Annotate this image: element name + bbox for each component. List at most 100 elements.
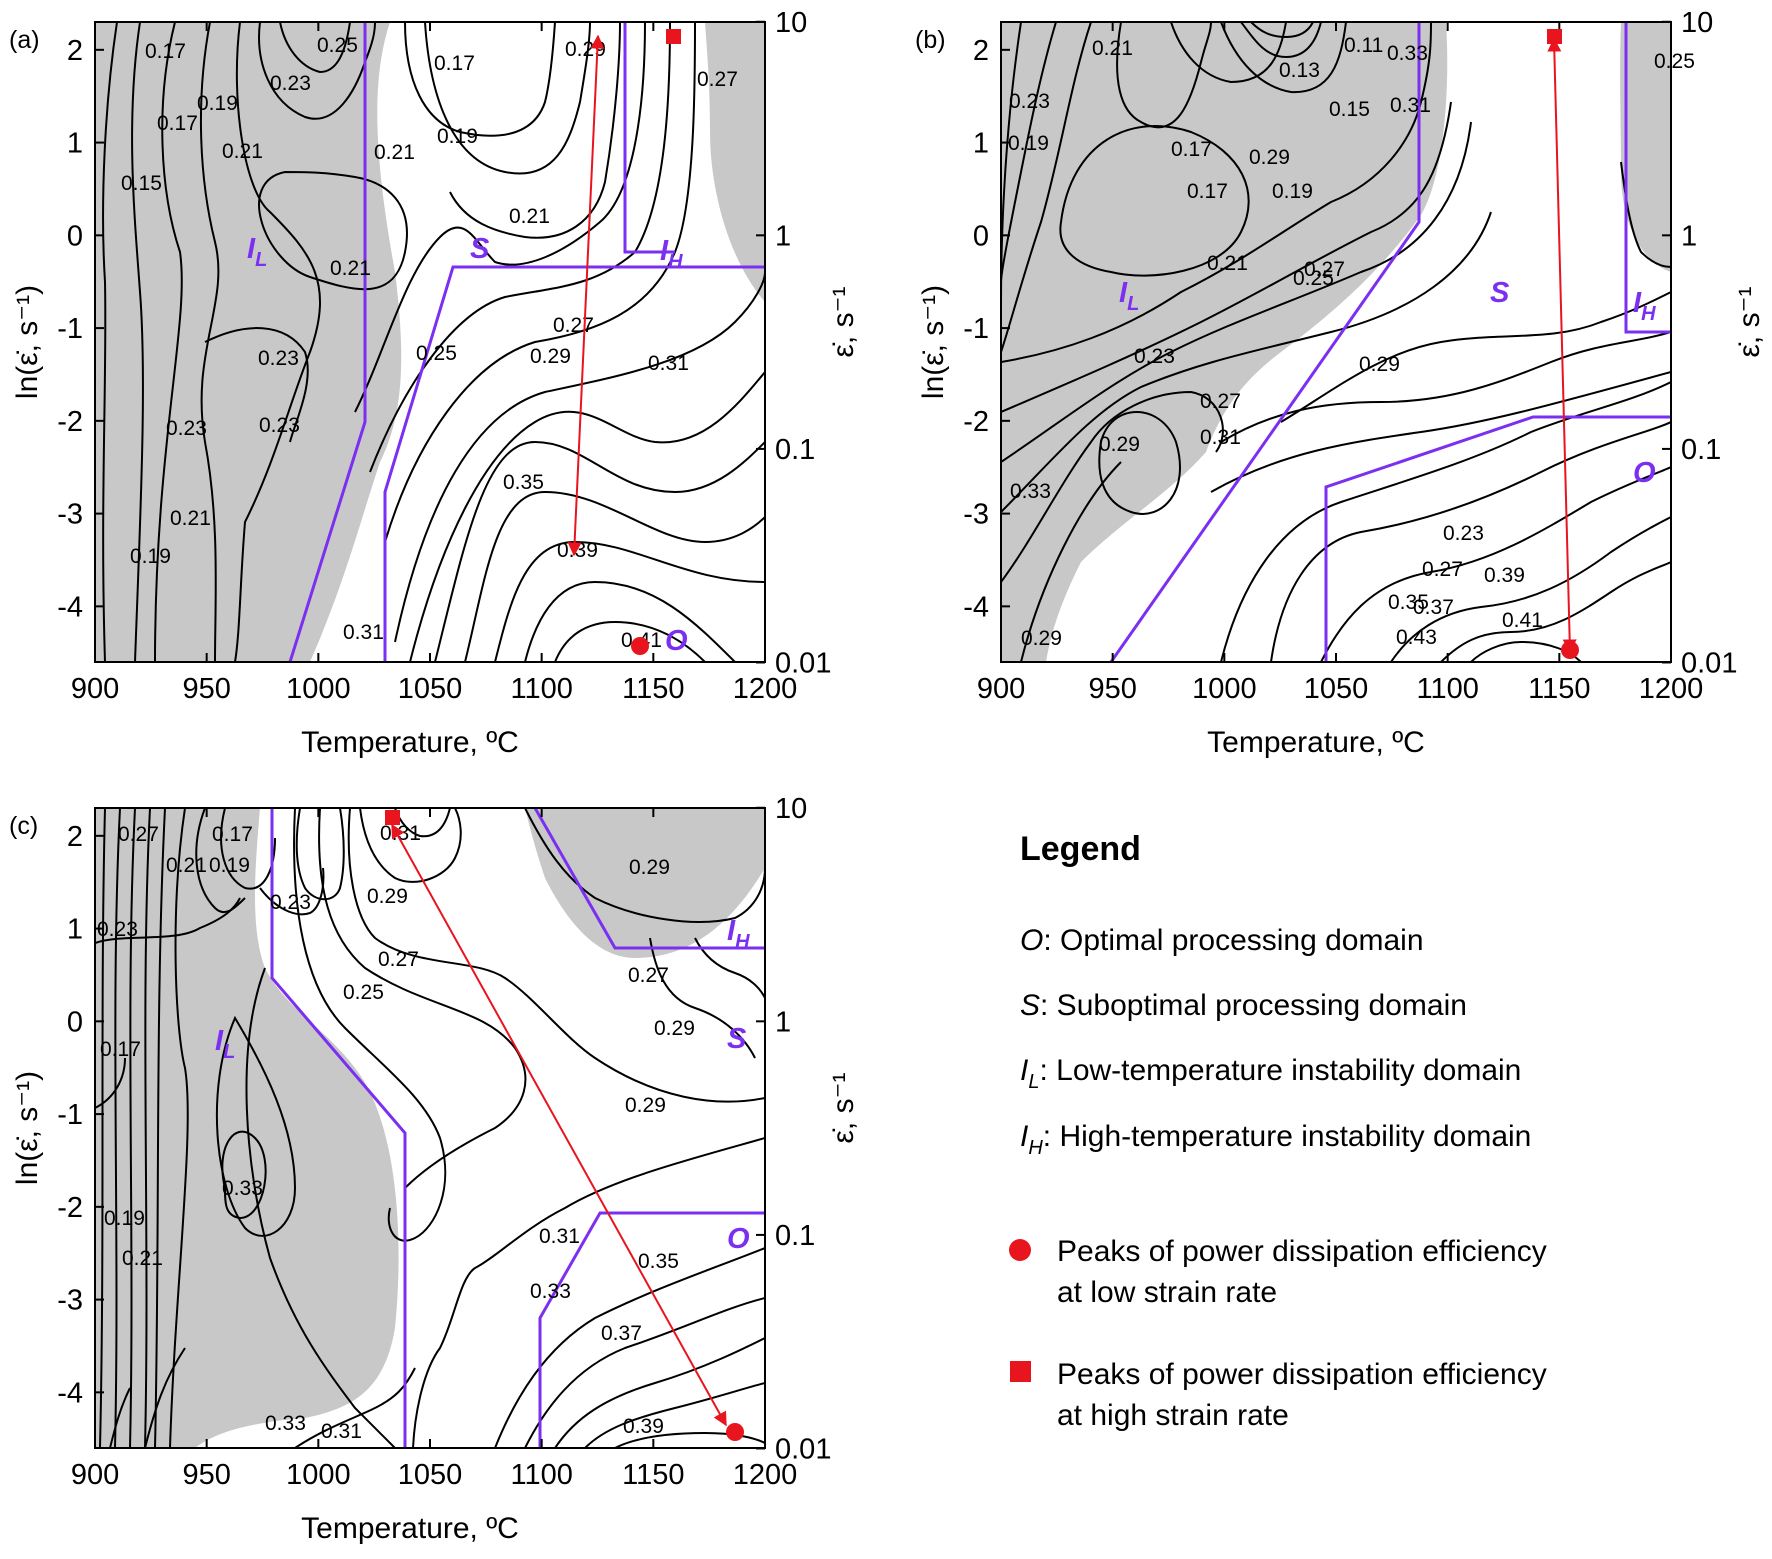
x-axis-label: Temperature, ºC	[1207, 726, 1425, 759]
contour-value-label: 0.27	[1200, 390, 1241, 413]
contour-value-label: 0.29	[367, 885, 408, 908]
region-label-ih: IH	[1633, 287, 1656, 325]
contour-value-label: 0.21	[330, 257, 371, 280]
y2-axis-label: ε̇, s⁻¹	[1733, 287, 1766, 358]
contour-value-label: 0.37	[1413, 596, 1454, 619]
y2-tick-label: 1	[1681, 220, 1697, 252]
y-tick-label: -2	[57, 406, 83, 438]
low-strain-peak-marker	[1561, 641, 1579, 659]
contour-value-label: 0.17	[434, 52, 475, 75]
contour-value-label: 0.19	[209, 854, 250, 877]
x-tick-label: 900	[71, 673, 119, 705]
contour-value-label: 0.33	[1387, 42, 1428, 65]
y-tick-label: 1	[67, 128, 83, 160]
x-tick-label: 1100	[510, 1459, 572, 1491]
contour-value-label: 0.23	[258, 347, 299, 370]
legend-marker-low-line1: Peaks of power dissipation efficiency	[1057, 1235, 1547, 1268]
contour-value-label: 0.33	[1010, 480, 1051, 503]
contour-value-label: 0.15	[121, 172, 162, 195]
instability-region-high	[1620, 22, 1671, 272]
x-tick-label: 1150	[622, 673, 684, 705]
y2-tick-label: 0.01	[775, 1433, 831, 1465]
contour-value-label: 0.23	[1134, 345, 1175, 368]
low-strain-peak-marker	[631, 637, 649, 655]
contour-value-label: 0.21	[122, 1247, 163, 1270]
contour-value-label: 0.35	[638, 1250, 679, 1273]
contour-value-label: 0.35	[503, 471, 544, 494]
contour-value-label: 0.17	[145, 40, 186, 63]
contour-value-label: 0.25	[416, 342, 457, 365]
domain-boundary-o	[1324, 415, 1671, 662]
contour-value-label: 0.39	[1484, 564, 1525, 587]
contour-value-label: 0.35	[1388, 591, 1429, 614]
legend-circle-marker	[1009, 1239, 1031, 1261]
y2-tick-label: 0.01	[775, 647, 831, 679]
legend-marker-high-line2: at high strain rate	[1057, 1399, 1289, 1432]
x-tick-label: 950	[1088, 673, 1136, 705]
y-tick-label: -4	[57, 591, 83, 623]
contour-value-label: 0.39	[557, 539, 598, 562]
legend-domain-s: S: Suboptimal processing domain	[1020, 989, 1467, 1022]
y-tick-label: -2	[57, 1192, 83, 1224]
y-tick-label: 2	[973, 35, 989, 67]
y-axis-label: ln(ε̇, s⁻¹)	[11, 1071, 44, 1185]
y-tick-label: -1	[57, 313, 83, 345]
x-tick-label: 1000	[286, 1459, 351, 1491]
contour-value-label: 0.29	[565, 38, 606, 61]
panel-label: (c)	[9, 812, 38, 840]
y2-tick-label: 0.1	[1681, 434, 1721, 466]
y2-tick-label: 0.01	[1681, 647, 1737, 679]
region-label-o: O	[1633, 457, 1656, 489]
contour-value-label: 0.27	[378, 948, 419, 971]
contour-value-label: 0.19	[197, 92, 238, 115]
y2-axis-label: ε̇, s⁻¹	[827, 1073, 860, 1144]
y-tick-label: 0	[973, 220, 989, 252]
contour-value-label: 0.25	[1654, 50, 1695, 73]
contour-value-label: 0.23	[1443, 522, 1484, 545]
contour-value-label: 0.33	[530, 1280, 571, 1303]
y-axis-label: ln(ε̇, s⁻¹)	[917, 285, 950, 399]
contour-value-label: 0.43	[1396, 626, 1437, 649]
x-tick-label: 1150	[1528, 673, 1590, 705]
x-tick-label: 950	[182, 1459, 230, 1491]
y-tick-label: -3	[57, 1285, 83, 1317]
y-axis-label: ln(ε̇, s⁻¹)	[11, 285, 44, 399]
y-tick-label: -3	[963, 499, 989, 531]
contour-value-label: 0.23	[270, 891, 311, 914]
y-tick-label: -1	[57, 1099, 83, 1131]
contour-value-label: 0.23	[270, 72, 311, 95]
x-axis-label: Temperature, ºC	[301, 1512, 519, 1545]
contour-value-label: 0.31	[1390, 94, 1431, 117]
legend: Legend O: Optimal processing domain S: S…	[1009, 830, 1547, 1432]
x-tick-label: 1200	[1639, 673, 1704, 705]
contour-value-label: 0.17	[100, 1038, 141, 1061]
contour-value-label: 0.31	[648, 352, 689, 375]
y-tick-label: -1	[963, 313, 989, 345]
contour-value-label: 0.29	[1359, 353, 1400, 376]
contour-value-label: 0.41	[1502, 609, 1543, 632]
contour-value-label: 0.33	[265, 1412, 306, 1435]
panel-label: (a)	[9, 26, 40, 54]
contour-value-label: 0.29	[629, 856, 670, 879]
x-tick-label: 900	[71, 1459, 119, 1491]
y-tick-label: 0	[67, 1006, 83, 1038]
contour-value-label: 0.21	[1207, 252, 1248, 275]
x-tick-label: 1100	[510, 673, 572, 705]
region-label-o: O	[727, 1223, 750, 1255]
y2-tick-label: 0.1	[775, 1220, 815, 1252]
contour-value-label: 0.31	[343, 621, 384, 644]
contour-value-label: 0.29	[1249, 146, 1290, 169]
legend-domain-il: IL: Low-temperature instability domain	[1020, 1054, 1521, 1093]
peak-link-arrow	[1547, 37, 1577, 654]
contour-value-label: 0.21	[1092, 37, 1133, 60]
contour-value-label: 0.27	[1422, 558, 1463, 581]
y2-tick-label: 1	[775, 220, 791, 252]
y2-tick-label: 10	[775, 7, 807, 39]
x-tick-label: 1200	[733, 673, 798, 705]
domain-boundary-o	[383, 265, 765, 662]
y2-axis-label: ε̇, s⁻¹	[827, 287, 860, 358]
contour-value-label: 0.19	[130, 545, 171, 568]
